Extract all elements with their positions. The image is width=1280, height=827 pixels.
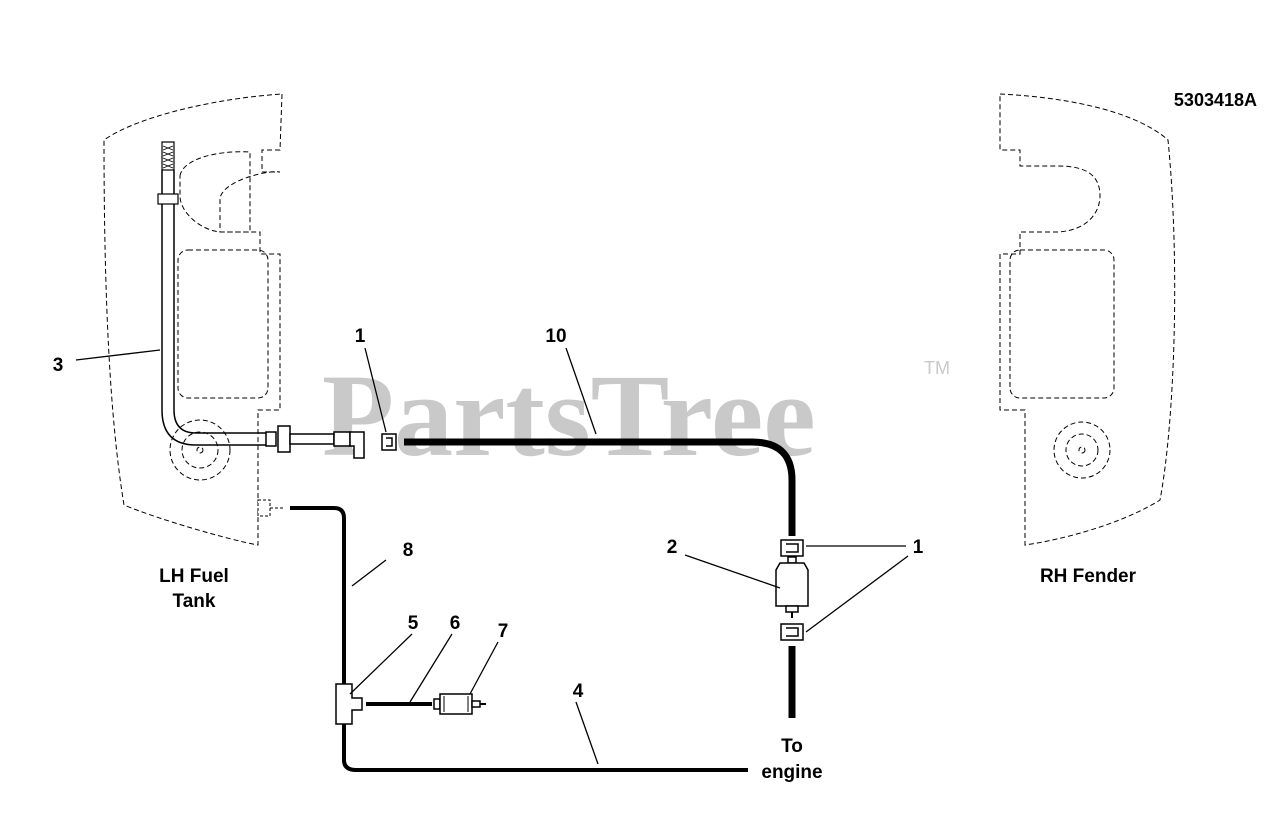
fuel-hose-main bbox=[404, 438, 796, 536]
hose-clamp-lower bbox=[780, 623, 804, 641]
hose-clamp-upper bbox=[780, 539, 804, 557]
callout-2: 2 bbox=[667, 537, 678, 558]
hose-clamp-top bbox=[381, 433, 397, 451]
callout-3: 3 bbox=[53, 355, 64, 376]
figure-number: 5303418A bbox=[1174, 90, 1257, 110]
callout-1-clamps-right: 1 bbox=[913, 537, 924, 558]
watermark-trademark: TM bbox=[924, 358, 950, 378]
tee-fitting bbox=[335, 683, 363, 725]
fuel-pickup-tube bbox=[157, 141, 365, 459]
vent-hose bbox=[290, 506, 346, 684]
callout-1-clamp-top: 1 bbox=[355, 326, 366, 347]
leader-lines bbox=[75, 347, 909, 765]
label-to-engine-line2: engine bbox=[761, 762, 822, 783]
return-hose bbox=[342, 724, 748, 772]
callout-6: 6 bbox=[450, 613, 461, 634]
callout-8: 8 bbox=[403, 540, 414, 561]
label-lh-fuel-tank-line2: Tank bbox=[173, 591, 216, 612]
label-lh-fuel-tank-line1: LH Fuel bbox=[159, 566, 229, 587]
watermark-text: PartsTree bbox=[322, 350, 816, 481]
label-rh-fender: RH Fender bbox=[1040, 566, 1137, 587]
rh-fender-outline bbox=[999, 93, 1176, 546]
vent-filter bbox=[433, 693, 486, 715]
tank-vent-fitting bbox=[257, 499, 284, 517]
lh-fuel-tank-outline bbox=[103, 93, 283, 546]
label-to-engine-line1: To bbox=[781, 736, 803, 757]
callout-10: 10 bbox=[545, 326, 566, 347]
callout-4: 4 bbox=[573, 681, 584, 702]
callout-5: 5 bbox=[408, 613, 419, 634]
callout-7: 7 bbox=[498, 621, 509, 642]
inline-fuel-filter bbox=[775, 556, 809, 618]
